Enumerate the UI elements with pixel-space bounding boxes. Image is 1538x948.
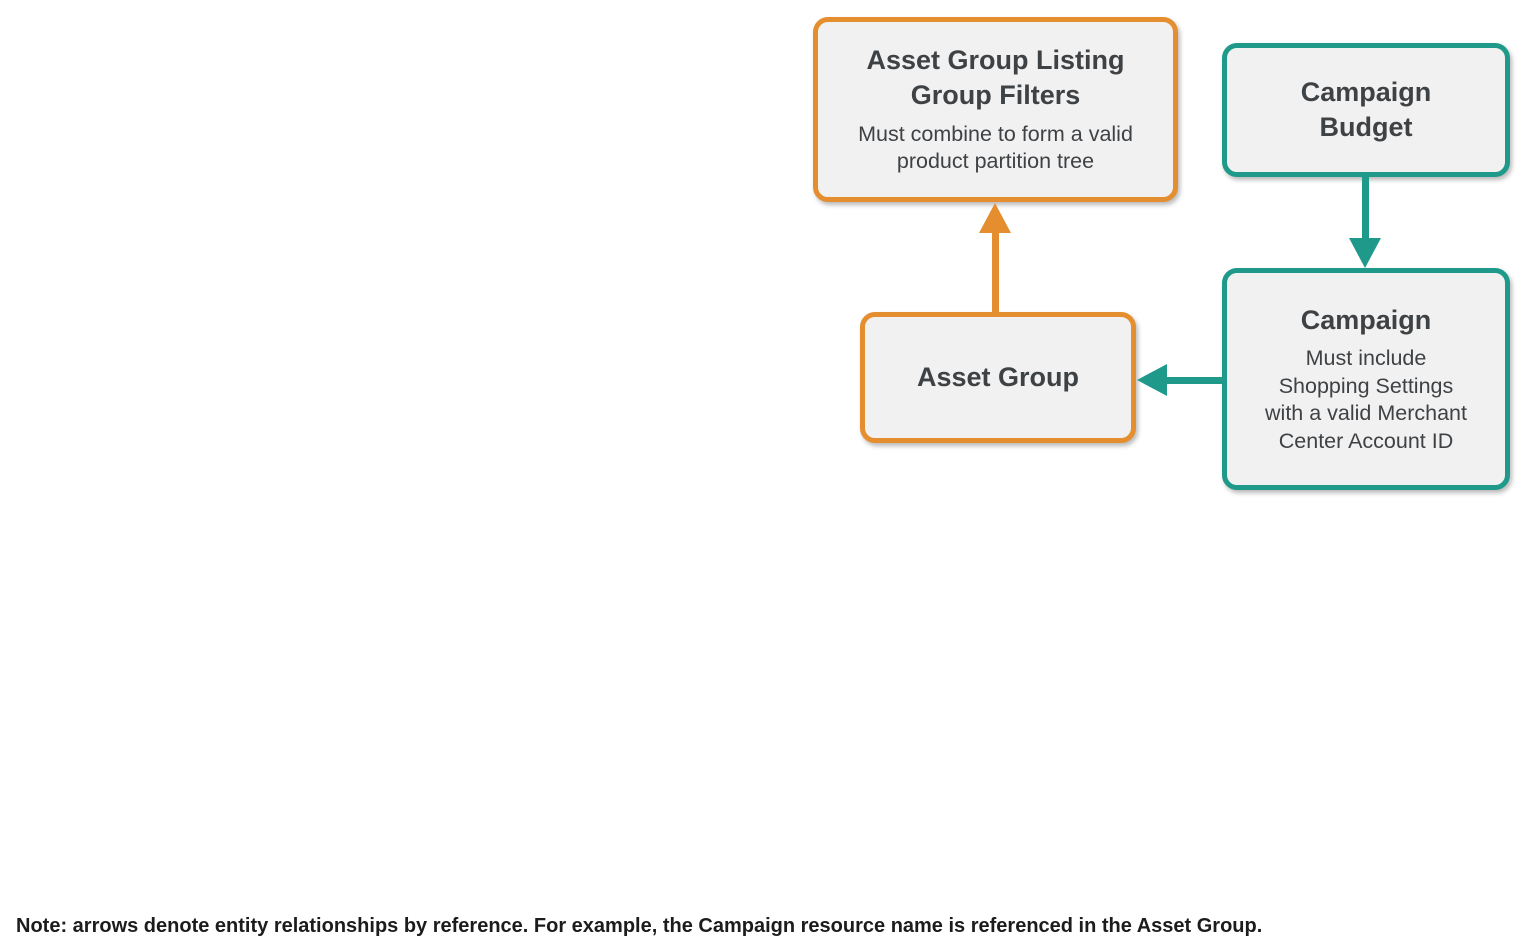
node-asset-group: Asset Group xyxy=(860,312,1136,443)
arrowhead-left-icon xyxy=(1137,364,1167,396)
arrow-shaft xyxy=(1164,376,1223,384)
arrowhead-down-icon xyxy=(1349,238,1381,268)
node-campaign: Campaign Must include Shopping Settings … xyxy=(1222,268,1510,490)
arrow-shaft xyxy=(1361,177,1369,241)
node-subtitle: Must combine to form a valid product par… xyxy=(858,121,1133,174)
arrow-shaft xyxy=(991,230,999,313)
note-text: Note: arrows denote entity relationships… xyxy=(16,915,1263,937)
node-title: Campaign xyxy=(1300,304,1432,335)
node-title: Asset Group xyxy=(916,361,1080,392)
arrow-campaign-to-asset-group-icon xyxy=(1137,364,1223,396)
node-title: Asset Group Listing Group Filters xyxy=(866,45,1125,111)
node-title: Campaign Budget xyxy=(1300,76,1432,142)
arrowhead-up-icon xyxy=(979,203,1011,233)
node-asset-group-listing-group-filters: Asset Group Listing Group Filters Must c… xyxy=(813,17,1178,202)
arrow-campaign-budget-to-campaign-icon xyxy=(1349,177,1381,268)
arrow-asset-group-to-listing-filters-icon xyxy=(979,203,1011,313)
node-campaign-budget: Campaign Budget xyxy=(1222,43,1510,177)
node-subtitle: Must include Shopping Settings with a va… xyxy=(1265,346,1467,453)
